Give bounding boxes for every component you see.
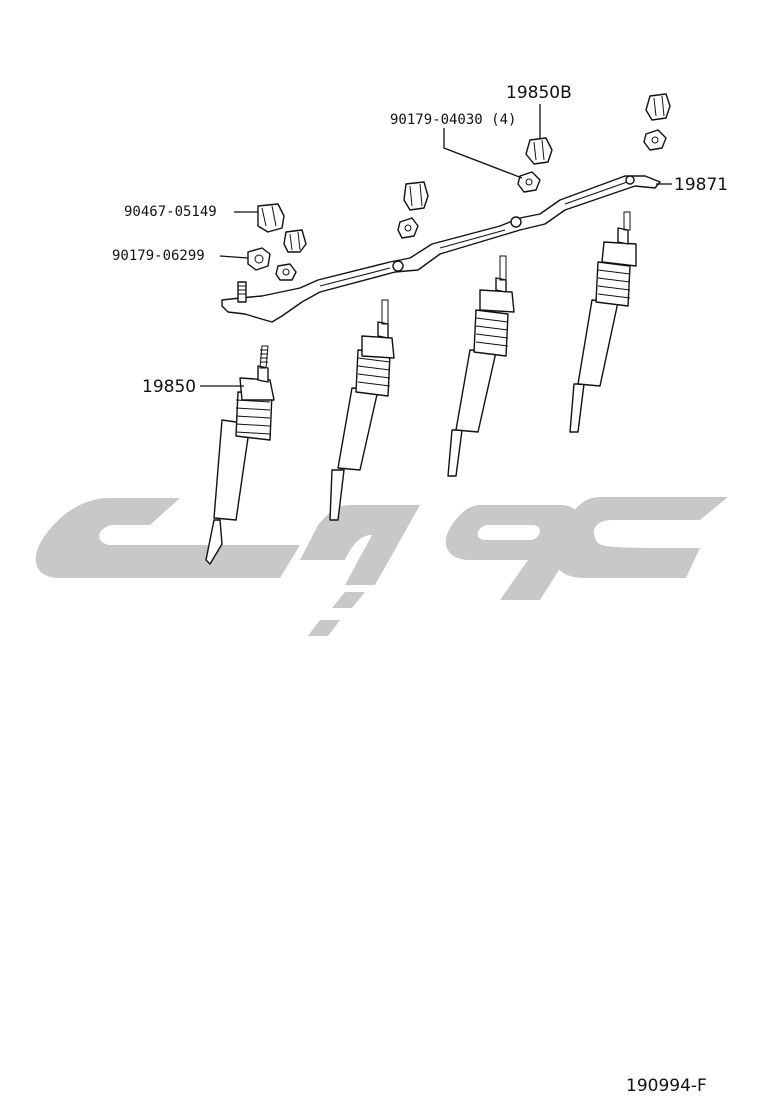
label-90467-05149: 90467-05149 xyxy=(124,204,217,220)
label-19850B: 19850B xyxy=(506,83,572,103)
nut-group-top-right xyxy=(643,93,671,151)
nut-group-middle xyxy=(397,181,429,239)
nut-group-right xyxy=(517,137,553,193)
label-19850: 19850 xyxy=(142,377,197,397)
glow-plug-3 xyxy=(447,255,515,477)
nut-group-left xyxy=(247,203,307,281)
glow-plug-2 xyxy=(329,299,395,521)
label-90179-04030: 90179-04030 (4) xyxy=(390,112,517,128)
glow-plug-1 xyxy=(205,345,275,565)
glow-plug-4 xyxy=(569,211,637,433)
label-90179-06299: 90179-06299 xyxy=(112,248,205,264)
label-19871: 19871 xyxy=(674,175,729,195)
leader-lines xyxy=(200,104,672,387)
watermark-logo xyxy=(35,497,728,636)
figure-code: 190994-F xyxy=(626,1076,707,1096)
bus-bar xyxy=(221,175,661,323)
